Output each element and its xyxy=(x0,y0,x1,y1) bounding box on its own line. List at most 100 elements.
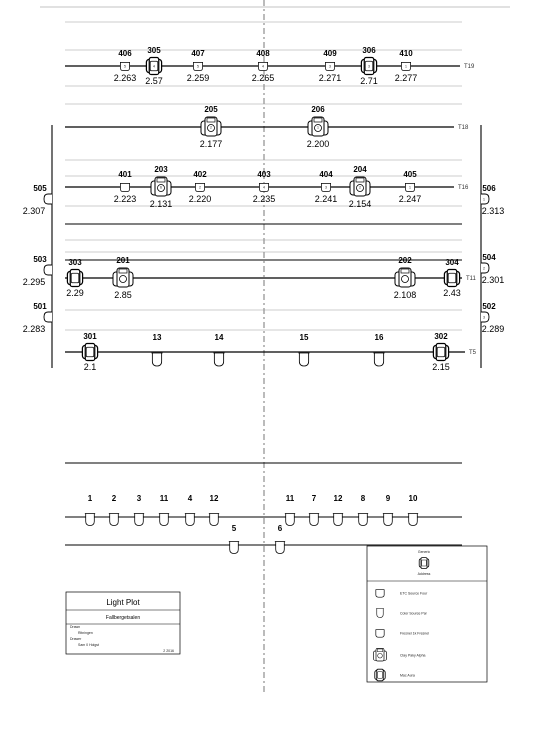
fixture-number: 14 xyxy=(215,333,224,342)
legend-item-label: Mac Aura xyxy=(400,674,415,678)
fixture-channel: 2 xyxy=(199,186,201,190)
legend-item: Mac Aura xyxy=(374,668,415,682)
moving-icon xyxy=(112,267,134,288)
fixtures: 54062.26343052.5754072.25944082.26534092… xyxy=(66,46,461,372)
fixture-15: 15 xyxy=(298,333,310,367)
fixture-channel: 4 xyxy=(153,65,155,69)
par-icon xyxy=(284,513,296,526)
fixture-value: 2.29 xyxy=(66,288,84,298)
fixture-number: 303 xyxy=(68,258,82,267)
fixture-number: 404 xyxy=(319,170,333,179)
fixture-channel: 1 xyxy=(317,126,319,130)
front-unit-number: 7 xyxy=(312,494,317,503)
fixture-value: 2.265 xyxy=(252,73,275,83)
front-lower-unit-5: 5 xyxy=(228,524,240,554)
front-lower-unit-number: 6 xyxy=(278,524,283,533)
side-unit-value: 2.289 xyxy=(482,324,505,334)
fixture-value: 2.277 xyxy=(395,73,418,83)
fixture-value: 2.57 xyxy=(145,76,163,86)
fixture-number: 405 xyxy=(403,170,417,179)
fixture-value: 2.154 xyxy=(349,199,372,209)
fresnel-icon xyxy=(375,589,385,598)
fresnel-icon xyxy=(43,264,52,276)
fixture-channel: 6 xyxy=(160,186,162,190)
par-icon xyxy=(208,513,220,526)
front-unit-number: 12 xyxy=(334,494,343,503)
legend-header: Generic xyxy=(418,550,431,554)
fixture-number: 304 xyxy=(445,258,459,267)
fresnel-icon xyxy=(43,311,52,323)
par-icon xyxy=(151,352,163,367)
pipe-label: T19 xyxy=(464,64,475,70)
fixture-number: 401 xyxy=(118,170,132,179)
fixture-number: 205 xyxy=(204,105,218,114)
fixture-number: 306 xyxy=(362,46,376,55)
fixture-value: 2.131 xyxy=(150,199,173,209)
fixture-value: 2.200 xyxy=(307,139,330,149)
title-block-field2-value: Sam 0 Holgst xyxy=(78,643,99,647)
par-icon xyxy=(298,352,310,367)
side-unit-number: 504 xyxy=(482,253,496,262)
fresnel-icon xyxy=(481,311,490,323)
moving-icon xyxy=(394,267,416,288)
profile-icon xyxy=(418,557,430,569)
fixture-number: 402 xyxy=(193,170,207,179)
front-unit-number: 1 xyxy=(88,494,93,503)
par-icon xyxy=(274,541,286,554)
fresnel-icon xyxy=(481,193,490,205)
fixture-303: 303 2.29 xyxy=(66,258,84,298)
legend-item: Color Source Par xyxy=(375,608,428,618)
fixture-number: 203 xyxy=(154,165,168,174)
fixture-number: 406 xyxy=(118,49,132,58)
fresnel-icon xyxy=(120,182,130,192)
side-unit-number: 502 xyxy=(482,302,496,311)
side-unit-value: 2.295 xyxy=(23,277,46,287)
par-icon xyxy=(84,513,96,526)
fixture-number: 16 xyxy=(375,333,384,342)
title-block-field2-label: Drawer xyxy=(70,637,82,641)
front-unit-10: 10 xyxy=(407,494,419,526)
fixture-value: 2.247 xyxy=(399,194,422,204)
front-unit-11: 11 xyxy=(158,494,170,526)
fixture-value: 2.220 xyxy=(189,194,212,204)
profile-icon xyxy=(443,268,461,288)
front-unit-11: 11 xyxy=(284,494,296,526)
title-block-venue: Fallbergetsalen xyxy=(106,615,140,621)
fixture-number: 15 xyxy=(300,333,309,342)
fixture-number: 301 xyxy=(83,332,97,341)
side-unit-number: 503 xyxy=(33,255,47,264)
side-unit-value: 2.301 xyxy=(482,275,505,285)
front-unit-number: 12 xyxy=(210,494,219,503)
fixture-number: 13 xyxy=(153,333,162,342)
fixture-channel: 4 xyxy=(263,186,265,190)
front-unit-7: 7 xyxy=(308,494,320,526)
par-icon xyxy=(382,513,394,526)
legend-item-label: Clay Paky Alpha xyxy=(400,654,426,658)
fixture-number: 407 xyxy=(191,49,205,58)
fixture-405: 1 405 2.247 xyxy=(399,170,422,204)
legend-item-label: Fresnel 1k Fresnel xyxy=(400,632,429,636)
front-unit-number: 2 xyxy=(112,494,117,503)
par-icon xyxy=(373,352,385,367)
pipe-label: T18 xyxy=(458,125,469,131)
side-unit-503: 503 2.295 xyxy=(23,255,52,287)
pipe-label: T16 xyxy=(458,185,469,191)
fresnel-icon xyxy=(375,629,385,638)
front-unit-number: 10 xyxy=(409,494,418,503)
fixture-number: 408 xyxy=(256,49,270,58)
fixture-value: 2.235 xyxy=(253,194,276,204)
fixture-channel: 1 xyxy=(409,186,411,190)
fixture-402: 2 402 2.220 xyxy=(189,170,212,204)
fixture-14: 14 xyxy=(213,333,225,367)
fresnel-icon xyxy=(43,193,52,205)
fixture-channel: 3 xyxy=(325,186,327,190)
front-unit-number: 3 xyxy=(137,494,142,503)
fixture-channel: 2 xyxy=(359,186,361,190)
